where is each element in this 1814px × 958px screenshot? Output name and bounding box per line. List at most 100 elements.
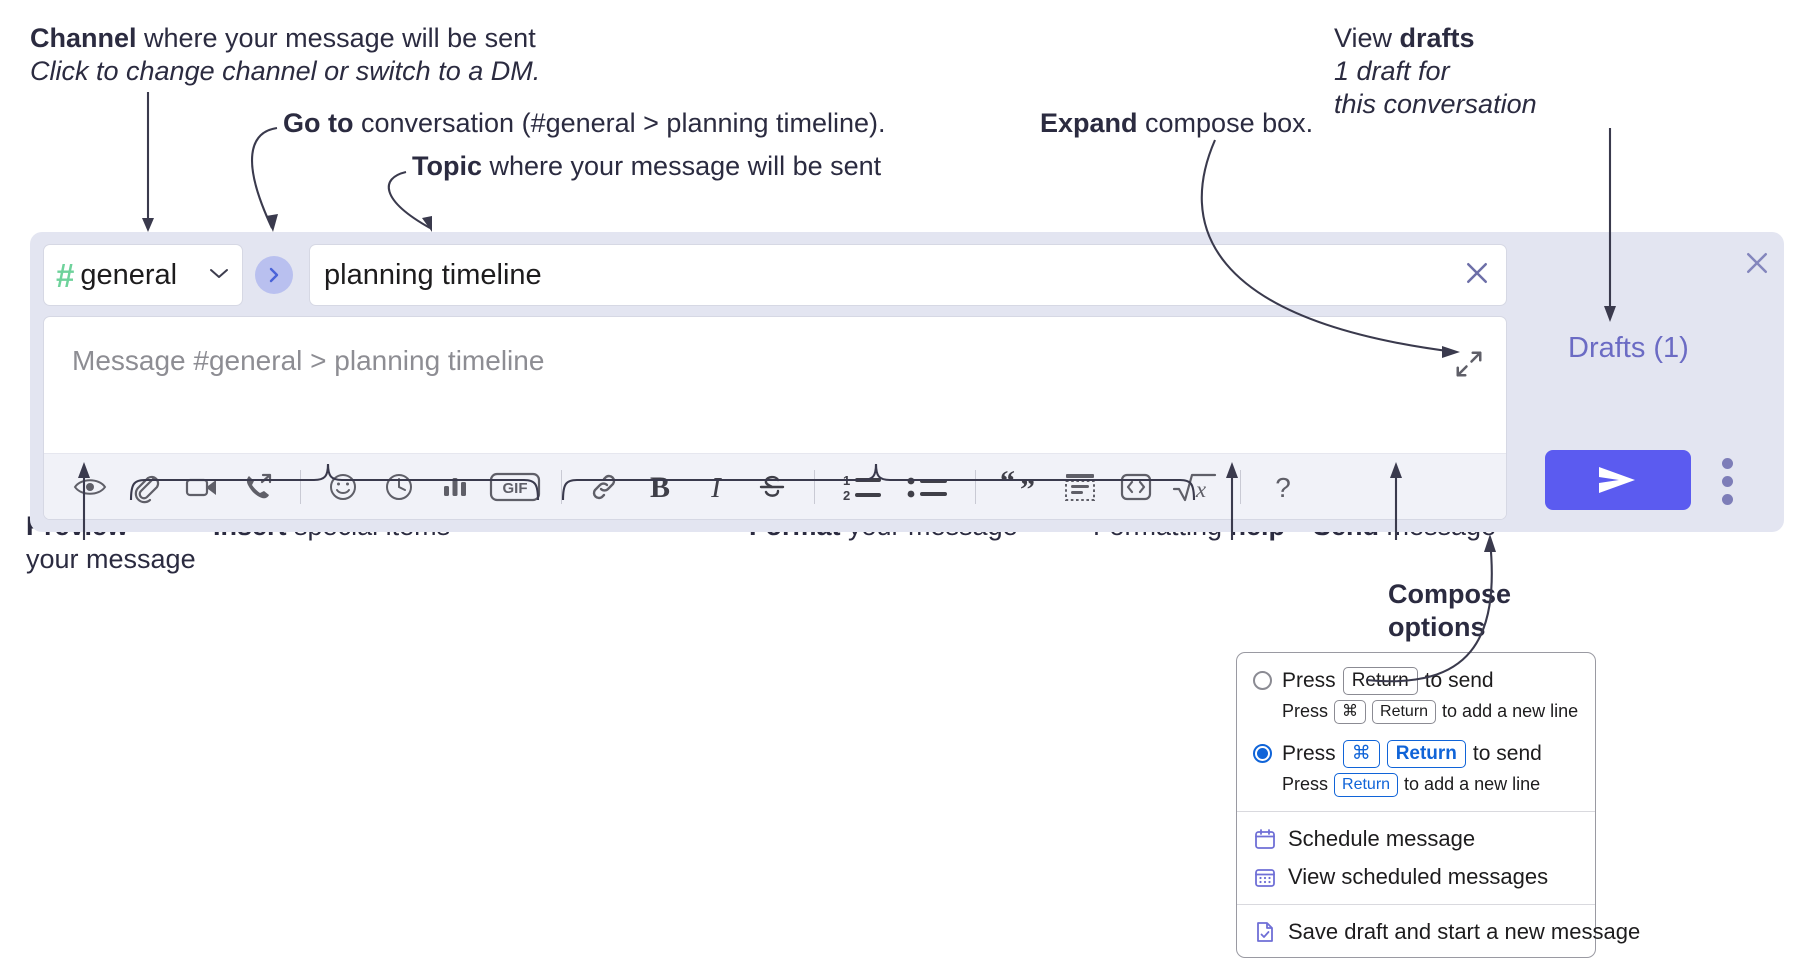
- menu-item-schedule-message[interactable]: Schedule message: [1237, 820, 1595, 858]
- code-icon: [1120, 473, 1152, 500]
- annotation-expand-rest: compose box.: [1137, 108, 1314, 138]
- bold-button[interactable]: B: [632, 461, 688, 513]
- italic-button[interactable]: I: [688, 461, 744, 513]
- emoji-button[interactable]: [315, 461, 371, 513]
- video-icon: [185, 478, 216, 496]
- clear-topic-button[interactable]: [1462, 258, 1492, 293]
- send-button[interactable]: [1545, 450, 1691, 510]
- hash-icon: #: [56, 256, 74, 294]
- clock-icon: [386, 473, 412, 500]
- blockquote-button[interactable]: “ ”: [990, 461, 1052, 513]
- menu-item-label: Schedule message: [1288, 825, 1476, 851]
- chevron-down-icon: [208, 266, 230, 285]
- formatting-help-button[interactable]: ?: [1255, 461, 1311, 513]
- annotation-channel-bold: Channel: [30, 23, 137, 53]
- svg-text:GIF: GIF: [503, 480, 528, 497]
- menu-item-label: View scheduled messages: [1288, 863, 1549, 889]
- italic-icon: I: [710, 472, 722, 504]
- option2-pre: Press: [1282, 741, 1336, 765]
- expand-compose-button[interactable]: [1454, 349, 1484, 384]
- poll-icon: [444, 477, 466, 496]
- preview-icon: [73, 478, 107, 495]
- svg-text:B: B: [650, 471, 670, 504]
- math-button[interactable]: x: [1164, 461, 1226, 513]
- math-icon: x: [1172, 473, 1217, 502]
- annotation-drafts: View drafts 1 draft for this conversatio…: [1334, 22, 1537, 121]
- radio-cmd-return[interactable]: [1253, 744, 1272, 764]
- annotation-goto-bold: Go to: [283, 108, 354, 138]
- goto-conversation-button[interactable]: [255, 256, 293, 294]
- svg-text:?: ?: [1275, 472, 1291, 503]
- code-block-button[interactable]: [1052, 461, 1108, 513]
- menu-divider: [1237, 810, 1595, 812]
- send-icon: [1599, 467, 1635, 493]
- toolbar-divider: [300, 469, 301, 504]
- send-option-cmd-return-sub: Press Return to add a new line: [1237, 772, 1595, 803]
- key-return: Return: [1386, 739, 1466, 768]
- channel-selector[interactable]: # general: [43, 244, 243, 306]
- svg-text:x: x: [1195, 477, 1207, 502]
- toolbar-divider: [1240, 469, 1241, 504]
- audio-call-icon: [246, 473, 272, 498]
- drafts-link[interactable]: Drafts (1): [1568, 332, 1689, 364]
- svg-text:”: ”: [1020, 473, 1035, 506]
- send-option-cmd-return[interactable]: Press ⌘ Return to send: [1237, 736, 1595, 772]
- svg-text:I: I: [710, 472, 722, 504]
- toolbar-divider: [975, 469, 976, 504]
- gif-icon: GIF: [489, 472, 541, 501]
- annotation-topic-rest: where your message will be sent: [482, 151, 882, 181]
- audio-clip-button[interactable]: [230, 461, 286, 513]
- annotation-preview-line2: your message: [26, 543, 196, 574]
- menu-item-save-draft[interactable]: Save draft and start a new message: [1237, 913, 1640, 951]
- option1-sub-post: to add a new line: [1442, 701, 1579, 722]
- channel-and-topic-row: # general planning timeline: [43, 244, 1507, 306]
- option2-post: to send: [1472, 741, 1542, 765]
- bulleted-list-icon: [907, 477, 947, 497]
- send-option-return[interactable]: Press Return to send: [1237, 663, 1595, 699]
- annotation-channel: Channel where your message will be sent …: [30, 22, 540, 88]
- strikethrough-button[interactable]: [744, 461, 800, 513]
- code-button[interactable]: [1108, 461, 1164, 513]
- close-icon: [1467, 262, 1487, 283]
- ordered-list-button[interactable]: 1 2: [829, 461, 895, 513]
- toolbar-divider: [561, 469, 562, 504]
- close-panel-button[interactable]: [1742, 248, 1772, 283]
- message-input-area[interactable]: Message #general > planning timeline: [43, 316, 1507, 520]
- svg-text:“: “: [1000, 465, 1015, 498]
- emoji-icon: [330, 473, 356, 500]
- poll-button[interactable]: [427, 461, 483, 513]
- formatting-toolbar: GIF B I: [44, 453, 1506, 519]
- gif-button[interactable]: GIF: [483, 461, 547, 513]
- expand-icon: [1456, 351, 1482, 377]
- topic-value: planning timeline: [324, 258, 542, 291]
- annotation-topic: Topic where your message will be sent: [412, 150, 881, 183]
- toolbar-divider: [814, 469, 815, 504]
- annotation-channel-italic: Click to change channel or switch to a D…: [30, 55, 541, 86]
- strikethrough-icon: [759, 475, 785, 497]
- key-return: Return: [1372, 699, 1437, 724]
- compose-options-button[interactable]: [1722, 458, 1733, 505]
- annotation-goto-rest: conversation (#general > planning timeli…: [353, 108, 886, 138]
- link-button[interactable]: [576, 461, 632, 513]
- annotation-drafts-pre: View: [1334, 23, 1400, 53]
- option2-sub-post: to add a new line: [1404, 774, 1541, 794]
- menu-item-label: Save draft and start a new message: [1288, 918, 1641, 944]
- video-clip-button[interactable]: [174, 461, 230, 513]
- option1-sub-pre: Press: [1282, 701, 1329, 722]
- bold-icon: B: [650, 471, 670, 504]
- reminder-button[interactable]: [371, 461, 427, 513]
- annotation-drafts-italic1: 1 draft for: [1334, 55, 1450, 86]
- bulleted-list-button[interactable]: [895, 461, 961, 513]
- attachment-icon: [134, 475, 160, 503]
- topic-input[interactable]: planning timeline: [309, 244, 1507, 306]
- svg-text:2: 2: [843, 488, 850, 503]
- chevron-right-icon: [269, 267, 279, 283]
- radio-return[interactable]: [1253, 671, 1272, 691]
- attach-file-button[interactable]: [118, 461, 174, 513]
- annotation-expand: Expand compose box.: [1040, 107, 1313, 140]
- annotation-topic-bold: Topic: [412, 151, 482, 181]
- compose-options-menu: Press Return to send Press ⌘ Return to a…: [1236, 652, 1640, 958]
- menu-item-view-scheduled-messages[interactable]: View scheduled messages: [1237, 858, 1595, 896]
- calendar-view-icon: [1255, 868, 1275, 887]
- preview-button[interactable]: [62, 461, 118, 513]
